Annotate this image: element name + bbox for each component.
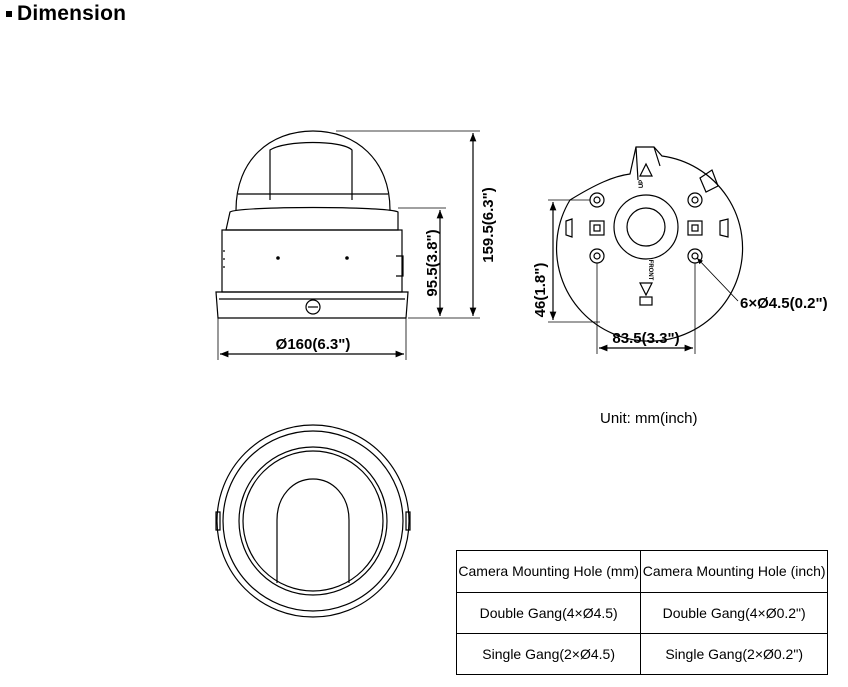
front-view: [215, 130, 480, 360]
bullet-icon: [6, 11, 12, 17]
table-cell: Double Gang(4×Ø4.5): [455, 592, 642, 634]
section-heading: Dimension: [6, 2, 126, 26]
inner-ring-2: [242, 450, 384, 592]
lens-window: [276, 478, 350, 583]
table-cell: Double Gang(4×Ø0.2"): [640, 592, 828, 634]
mount-hole: [589, 248, 605, 264]
table-header: Camera Mounting Hole (inch): [640, 550, 828, 593]
front-label: FRONT: [647, 260, 653, 281]
diameter-label: Ø160(6.3"): [276, 336, 351, 353]
mount-slot: [687, 220, 703, 236]
plate-center-ring: [613, 194, 679, 260]
up-arrow-icon: [639, 162, 653, 177]
side-tab-right: [405, 511, 411, 531]
trim-ring: [225, 206, 399, 231]
mount-hole: [687, 192, 703, 208]
camera-body: [221, 229, 403, 293]
outer-ring-inner: [222, 430, 404, 612]
bottom-notch: [639, 296, 653, 306]
cable-clip: [699, 169, 719, 193]
mounting-hole-table: Camera Mounting Hole (mm) Camera Mountin…: [455, 550, 828, 675]
section-title: Dimension: [17, 2, 127, 25]
body-marker-right: [345, 256, 349, 260]
table-row: Single Gang(2×Ø4.5) Single Gang(2×Ø0.2"): [455, 633, 828, 675]
unit-label: Unit: mm(inch): [600, 410, 698, 427]
front-arrow-icon: [639, 282, 653, 297]
table-cell: Single Gang(2×Ø0.2"): [640, 633, 828, 675]
outer-ring: [216, 424, 410, 618]
body-height-label: 95.5(3.8"): [424, 229, 441, 296]
plate-center-hole: [626, 207, 666, 247]
holes-leader: [696, 257, 739, 302]
hole-offset-label: 46(1.8"): [532, 263, 549, 318]
total-height-label: 159.5(6.3"): [480, 187, 497, 263]
holes-label: 6×Ø4.5(0.2"): [740, 295, 828, 312]
mount-slot: [589, 220, 605, 236]
table-header: Camera Mounting Hole (mm): [455, 550, 642, 593]
up-label: UP: [639, 180, 645, 188]
mounting-plate: [548, 146, 744, 354]
table-row: Double Gang(4×Ø4.5) Double Gang(4×Ø0.2"): [455, 592, 828, 634]
table-cell: Single Gang(2×Ø4.5): [455, 633, 642, 675]
table-header-row: Camera Mounting Hole (mm) Camera Mountin…: [455, 550, 828, 593]
side-clip-right: [719, 218, 729, 238]
body-marker-left: [276, 256, 280, 260]
dome-window: [269, 141, 353, 200]
inner-ring: [238, 446, 388, 596]
mount-hole: [589, 192, 605, 208]
top-view: [215, 424, 411, 618]
body-side-latch: [396, 255, 404, 277]
base-screw: [305, 299, 321, 315]
hole-spacing-label: 83.5(3.3"): [612, 330, 679, 347]
dome-outline: [235, 130, 391, 211]
side-tab-left: [215, 511, 221, 531]
side-clip-left: [565, 218, 573, 238]
plate-tab: [635, 146, 661, 181]
